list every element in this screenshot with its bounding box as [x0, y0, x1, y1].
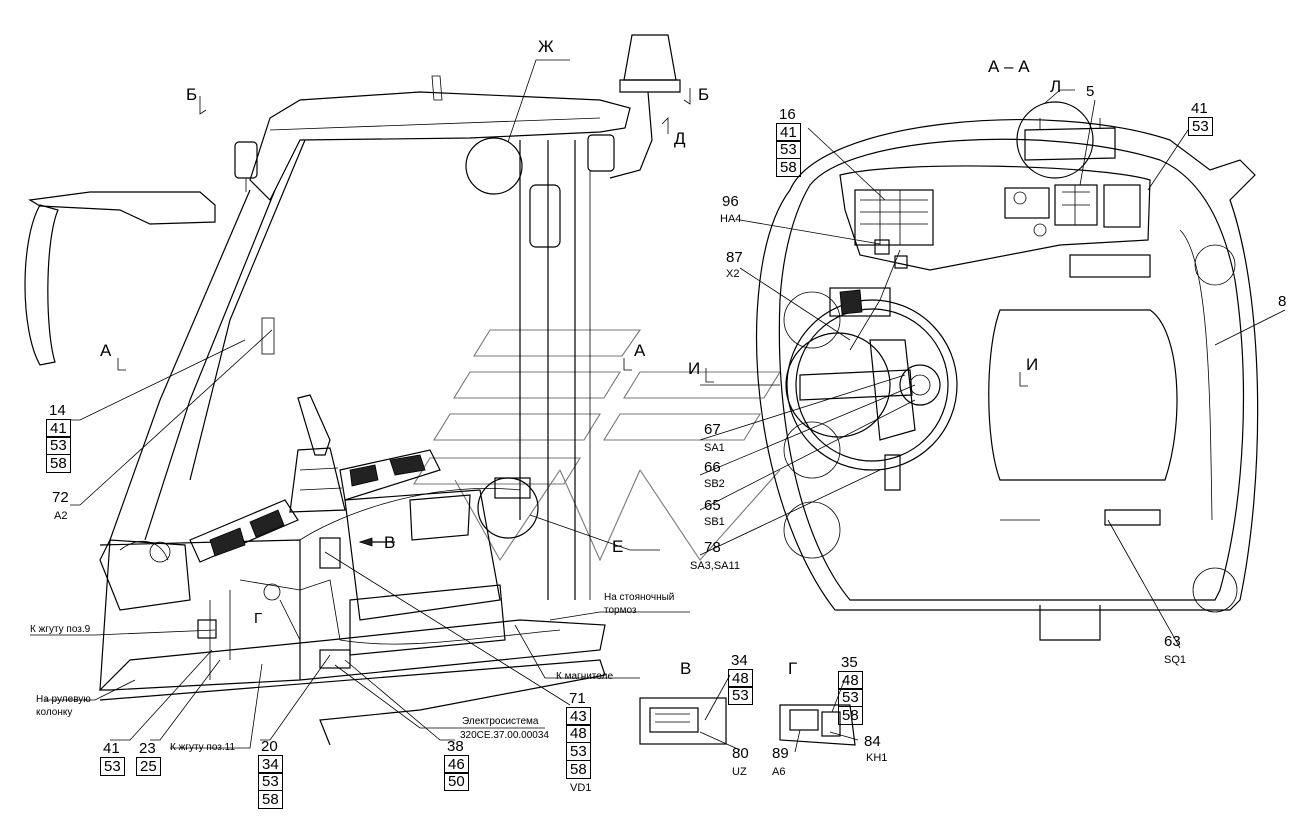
note-steering-2: колонку	[36, 707, 73, 718]
callout-35: 35 48 53 58	[838, 654, 863, 726]
callout-71-item: 53	[566, 742, 591, 762]
left-leaders	[30, 329, 690, 749]
label-87: 87	[726, 249, 743, 266]
detail-v-title: В	[680, 659, 692, 678]
callout-38-item: 50	[444, 772, 469, 792]
callout-35-item: 53	[838, 688, 863, 708]
view-v-arrow-label: В	[384, 533, 396, 552]
label-sb2: SB2	[704, 478, 725, 490]
label-5: 5	[1086, 83, 1095, 100]
callout-34: 34 48 53	[728, 652, 753, 706]
label-sb1: SB1	[704, 516, 725, 528]
view-b-left-label: Б	[186, 85, 198, 104]
detail-v	[639, 674, 741, 751]
label-ha4: HA4	[720, 213, 742, 225]
view-l-label: Л	[1050, 77, 1062, 96]
label-80: 80	[732, 745, 749, 762]
detail-g-title: Г	[788, 659, 798, 678]
callout-41-item: 53	[100, 756, 125, 776]
label-8: 8	[1278, 293, 1287, 310]
callout-41-item: 41	[1188, 100, 1213, 118]
callout-34-item: 48	[728, 668, 753, 688]
label-63: 63	[1164, 633, 1181, 650]
label-96: 96	[722, 193, 739, 210]
callout-38-item: 46	[444, 754, 469, 774]
callout-41-item: 53	[1188, 116, 1213, 136]
view-d-label: Д	[674, 129, 686, 148]
detail-g	[779, 675, 859, 753]
view-a-left-label: А	[100, 341, 112, 360]
callout-14-item: 14	[46, 402, 71, 420]
callout-23-item: 23	[136, 740, 161, 758]
right-leaders	[699, 99, 1286, 649]
label-84: 84	[864, 733, 881, 750]
label-72: 72	[52, 489, 69, 506]
view-i-left-label: И	[688, 359, 701, 378]
view-zh-label: Ж	[538, 37, 554, 56]
callout-20-item: 58	[258, 790, 283, 810]
callout-20-item: 20	[258, 738, 283, 756]
callout-41-bottom: 41 53	[100, 740, 125, 776]
label-67: 67	[704, 421, 721, 438]
callout-16-item: 41	[776, 122, 801, 142]
callout-16-item: 16	[776, 106, 801, 124]
label-vd1: VD1	[570, 782, 592, 794]
callout-23: 23 25	[136, 740, 161, 776]
callout-14: 14 41 53 58	[46, 402, 71, 474]
callout-23-item: 25	[136, 756, 161, 776]
view-g-small-label: Г	[254, 610, 263, 627]
callout-35-item: 58	[838, 706, 863, 726]
label-sa1: SA1	[704, 442, 725, 454]
view-e-label: Е	[612, 537, 624, 556]
callout-16-item: 58	[776, 158, 801, 178]
callout-14-item: 58	[46, 454, 71, 474]
label-66: 66	[704, 459, 721, 476]
label-x2: X2	[726, 268, 740, 280]
callout-34-item: 34	[728, 652, 753, 670]
callout-71-item: 48	[566, 724, 591, 744]
label-65: 65	[704, 497, 721, 514]
callout-16-item: 53	[776, 140, 801, 160]
note-harness-9: К жгуту поз.9	[30, 624, 91, 635]
callout-20-item: 34	[258, 754, 283, 774]
label-89: 89	[772, 745, 789, 762]
note-parking-2: тормоз	[604, 605, 637, 616]
label-sq1: SQ1	[1164, 654, 1187, 666]
callout-41-right: 41 53	[1188, 100, 1213, 136]
note-radio: К магнитоле	[556, 671, 614, 682]
view-i-right-label: И	[1026, 355, 1039, 374]
label-a6: A6	[772, 766, 786, 778]
callout-71-item: 43	[566, 706, 591, 726]
label-78: 78	[704, 539, 721, 556]
note-parking-1: На стояночный	[604, 592, 675, 603]
cab-side-view	[24, 34, 691, 746]
callout-41-item: 41	[100, 740, 125, 758]
note-harness-11: К жгуту поз.11	[170, 742, 236, 753]
callout-20-item: 53	[258, 772, 283, 792]
callout-34-item: 53	[728, 686, 753, 706]
label-kh1: KH1	[866, 752, 888, 764]
callout-71: 71 43 48 53 58	[566, 690, 591, 779]
note-electro-1: Электросистема	[462, 716, 539, 727]
cab-top-view	[700, 89, 1259, 641]
label-sa3-sa11: SA3,SA11	[690, 560, 740, 572]
label-uz: UZ	[732, 766, 747, 778]
callout-35-item: 48	[838, 670, 863, 690]
view-a-right-label: А	[634, 341, 646, 360]
callout-38: 38 46 50	[444, 738, 469, 792]
view-aa-label: А – А	[988, 57, 1030, 76]
callout-16: 16 41 53 58	[776, 106, 801, 178]
label-a2: A2	[54, 510, 68, 522]
callout-35-item: 35	[838, 654, 863, 672]
callout-71-item: 71	[566, 690, 591, 708]
callout-14-item: 41	[46, 418, 71, 438]
note-electro-2: 320CE.37.00.00034	[460, 730, 549, 741]
view-b-right-label: Б	[698, 85, 710, 104]
callout-71-item: 58	[566, 759, 591, 779]
callout-14-item: 53	[46, 436, 71, 456]
note-steering-1: На рулевую	[36, 694, 91, 705]
callout-20: 20 34 53 58	[258, 738, 283, 810]
